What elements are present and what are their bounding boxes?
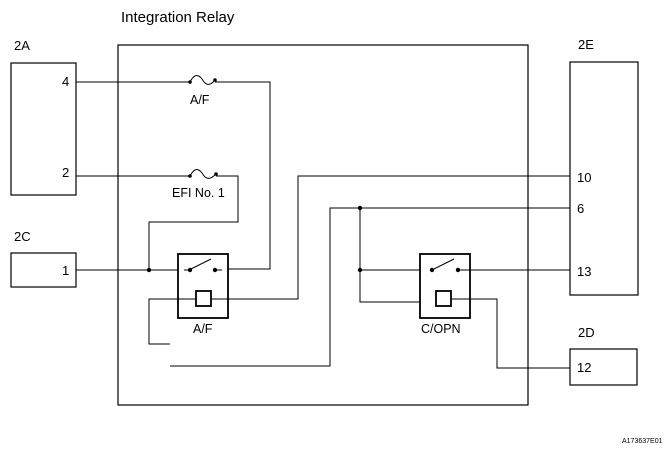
fuse-af-symbol xyxy=(189,75,216,85)
connector-2a-label: 2A xyxy=(14,38,30,53)
integration-relay-box xyxy=(117,44,529,406)
fuse-efi-label: EFI No. 1 xyxy=(172,186,225,200)
relay-af-box xyxy=(177,253,229,319)
connector-2e-label: 2E xyxy=(578,37,594,52)
fuse-af-terminal-left xyxy=(188,80,192,84)
fuse-efi-terminal-left xyxy=(188,174,192,178)
relay-af-label: A/F xyxy=(193,322,213,336)
relay-copn-box xyxy=(419,253,471,319)
relay-af-switch-contact-right xyxy=(212,267,218,273)
connector-2e-pin-6: 6 xyxy=(577,201,584,216)
connector-2e-pin-13: 13 xyxy=(577,264,591,279)
junction-2c-1 xyxy=(146,267,152,273)
fuse-af-terminal-right xyxy=(213,78,217,82)
connector-2a-pin-2: 2 xyxy=(62,165,69,180)
connector-2d-label: 2D xyxy=(578,325,595,340)
connector-2c-label: 2C xyxy=(14,229,31,244)
relay-copn-switch-contact-left xyxy=(429,267,435,273)
figure-code: A173637E01 xyxy=(622,438,663,445)
connector-2e-block xyxy=(569,61,639,296)
wire-af-fuse xyxy=(76,81,271,270)
connector-2e-pin-10: 10 xyxy=(577,170,591,185)
relay-copn-label: C/OPN xyxy=(421,322,461,336)
diagram-title: Integration Relay xyxy=(121,9,235,26)
wire-af-coil-to-2e-10 xyxy=(211,175,570,300)
connector-2c-pin-1: 1 xyxy=(62,263,69,278)
wire-2e-6 xyxy=(170,207,570,367)
relay-af-switch-contact-left xyxy=(187,267,193,273)
wire-efi-fuse xyxy=(76,175,239,270)
fuse-efi-terminal-right xyxy=(214,172,218,176)
fuse-efi-symbol xyxy=(189,169,217,179)
relay-copn-coil xyxy=(435,290,452,307)
relay-af-coil xyxy=(195,290,212,307)
wire-6-to-copn xyxy=(359,208,434,303)
connector-2a-pin-4: 4 xyxy=(62,74,69,89)
wire-af-coil-ground xyxy=(148,298,196,345)
connector-2a-block xyxy=(10,62,77,196)
relay-copn-switch-contact-right xyxy=(455,267,461,273)
fuse-af-label: A/F xyxy=(190,93,210,107)
wire-copn-to-2d-12 xyxy=(451,298,570,369)
connector-2d-block xyxy=(569,348,638,386)
connector-2d-pin-12: 12 xyxy=(577,360,591,375)
